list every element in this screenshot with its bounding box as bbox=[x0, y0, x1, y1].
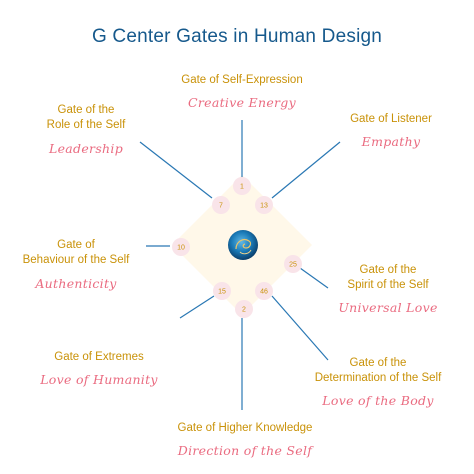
gate-15-title: Gate of Extremes bbox=[54, 351, 144, 363]
connector-line-gate-7 bbox=[139, 141, 213, 199]
diagram-title: G Center Gates in Human Design bbox=[91, 26, 383, 47]
gate-10-title: Gate of Behaviour of the Self bbox=[22, 239, 130, 266]
gate-circle-10: 10 bbox=[172, 238, 190, 256]
gate-number-10: 10 bbox=[177, 245, 185, 252]
gate-number-46: 46 bbox=[260, 289, 268, 296]
gate-number-7: 7 bbox=[219, 203, 223, 210]
gate-1-title: Gate of Self-Expression bbox=[181, 74, 303, 86]
gate-7-title: Gate of the Role of the Self bbox=[46, 104, 126, 131]
gate-1-subtitle: Creative Energy bbox=[188, 95, 296, 110]
gate-circle-2: 2 bbox=[235, 300, 253, 318]
connector-line-gate-13 bbox=[271, 141, 341, 199]
gate-number-25: 25 bbox=[289, 262, 297, 269]
gate-7-subtitle: Leadership bbox=[49, 141, 123, 156]
gate-2-title: Gate of Higher Knowledge bbox=[177, 422, 313, 434]
gate-number-13: 13 bbox=[260, 203, 268, 210]
connector-line-gate-46 bbox=[271, 295, 329, 361]
gate-13-title: Gate of Listener bbox=[350, 113, 432, 125]
gate-2-subtitle: Direction of the Self bbox=[177, 443, 313, 458]
gate-circle-46: 46 bbox=[255, 282, 273, 300]
gate-46-title: Gate of the Determination of the Self bbox=[314, 357, 442, 384]
gate-13-subtitle: Empathy bbox=[361, 134, 421, 149]
gate-number-1: 1 bbox=[240, 184, 244, 191]
gate-10-subtitle: Authenticity bbox=[35, 276, 117, 291]
connector-line-gate-15 bbox=[179, 295, 215, 319]
gate-circle-25: 25 bbox=[284, 255, 302, 273]
gate-46-subtitle: Love of the Body bbox=[322, 393, 434, 408]
gate-circle-15: 15 bbox=[213, 282, 231, 300]
gate-25-title: Gate of the Spirit of the Self bbox=[347, 264, 429, 291]
g-center-orb-icon bbox=[228, 230, 258, 260]
gate-circle-7: 7 bbox=[212, 196, 230, 214]
connector-line-gate-25 bbox=[299, 267, 329, 289]
gate-15-subtitle: Love of Humanity bbox=[40, 372, 158, 387]
gate-circle-1: 1 bbox=[233, 177, 251, 195]
gate-number-15: 15 bbox=[218, 289, 226, 296]
gate-number-2: 2 bbox=[242, 307, 246, 314]
gate-25-subtitle: Universal Love bbox=[338, 300, 438, 315]
gate-circle-13: 13 bbox=[255, 196, 273, 214]
